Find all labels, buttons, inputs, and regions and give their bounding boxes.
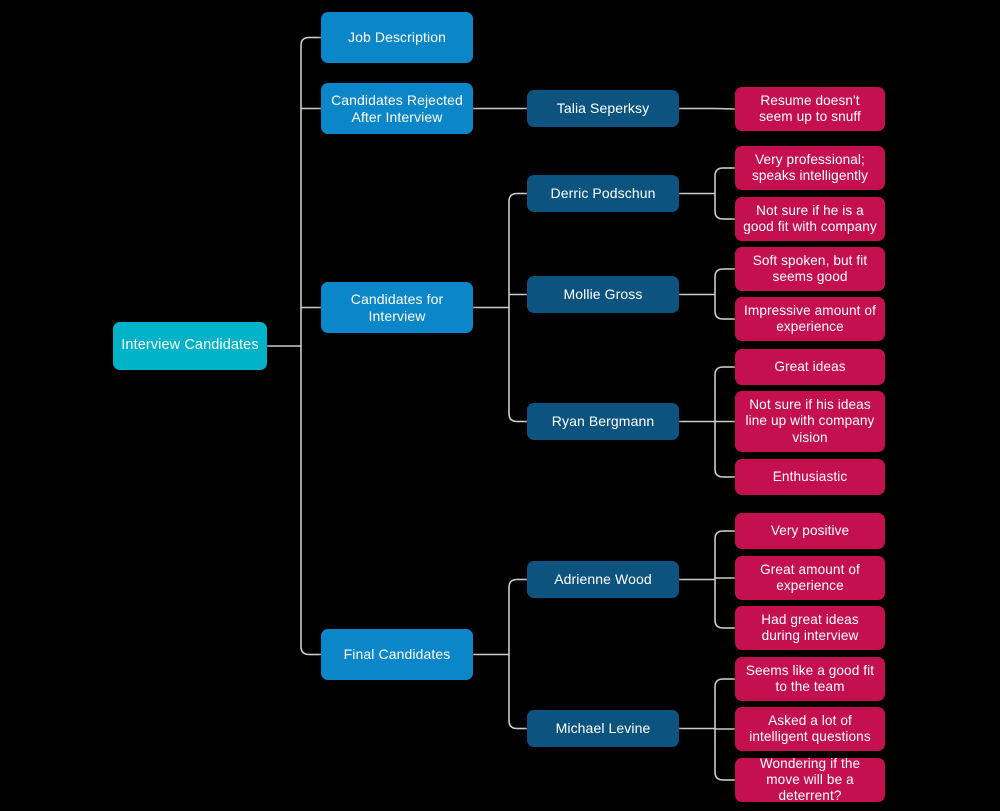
level2-node-2[interactable]: Candidates for Interview <box>321 282 473 333</box>
node-label: Not sure if he is a good fit with compan… <box>743 202 877 234</box>
leaf-node-7[interactable]: Enthusiastic <box>735 459 885 495</box>
root-node[interactable]: Interview Candidates <box>113 322 267 370</box>
node-label: Adrienne Wood <box>554 571 652 588</box>
node-label: Michael Levine <box>555 720 651 737</box>
leaf-node-3[interactable]: Soft spoken, but fit seems good <box>735 247 885 291</box>
edge-trunk-bot-5 <box>714 210 724 220</box>
edge-trunk-top-8 <box>714 530 724 540</box>
node-label: Mollie Gross <box>563 286 643 303</box>
leaf-node-4[interactable]: Impressive amount of experience <box>735 297 885 341</box>
node-label: Enthusiastic <box>772 468 848 484</box>
node-label: Impressive amount of experience <box>744 302 876 334</box>
leaf-node-0[interactable]: Resume doesn't seem up to snuff <box>735 87 885 131</box>
node-label: Resume doesn't seem up to snuff <box>759 92 861 124</box>
edge-trunk-bot-8 <box>714 619 724 629</box>
leaf-node-5[interactable]: Great ideas <box>735 349 885 385</box>
leaf-node-11[interactable]: Seems like a good fit to the team <box>735 657 885 701</box>
edge-4-0 <box>714 107 736 110</box>
level2-node-3[interactable]: Final Candidates <box>321 629 473 680</box>
node-label: Derric Podschun <box>550 185 656 202</box>
edge-trunk-bot-3 <box>508 720 518 730</box>
node-label: Seems like a good fit to the team <box>745 662 875 694</box>
leaf-node-6[interactable]: Not sure if his ideas line up with compa… <box>735 391 885 452</box>
leaf-node-13[interactable]: Wondering if the move will be a deterren… <box>735 755 885 804</box>
node-label: Had great ideas during interview <box>761 611 859 643</box>
edge-trunk-top-5 <box>714 167 724 177</box>
level2-node-1[interactable]: Candidates Rejected After Interview <box>321 83 473 134</box>
level3-node-3[interactable]: Ryan Bergmann <box>527 403 679 440</box>
edge-trunk-top-7 <box>714 366 724 376</box>
leaf-node-2[interactable]: Not sure if he is a good fit with compan… <box>735 197 885 241</box>
node-label: Asked a lot of intelligent questions <box>749 712 871 744</box>
level3-node-5[interactable]: Michael Levine <box>527 710 679 747</box>
level3-node-4[interactable]: Adrienne Wood <box>527 561 679 598</box>
node-label: Final Candidates <box>343 646 451 663</box>
node-label: Very positive <box>770 522 850 538</box>
level2-node-0[interactable]: Job Description <box>321 12 473 63</box>
edge-trunk-bot-0 <box>300 646 310 656</box>
level3-node-1[interactable]: Derric Podschun <box>527 175 679 212</box>
level3-node-0[interactable]: Talia Seperksy <box>527 90 679 127</box>
leaf-node-8[interactable]: Very positive <box>735 513 885 549</box>
edge-trunk-bot-6 <box>714 310 724 320</box>
level3-node-2[interactable]: Mollie Gross <box>527 276 679 313</box>
node-label: Ryan Bergmann <box>551 413 655 430</box>
edge-trunk-top-6 <box>714 268 724 278</box>
edge-trunk-top-0 <box>300 36 310 46</box>
leaf-node-10[interactable]: Had great ideas during interview <box>735 606 885 650</box>
leaf-node-9[interactable]: Great amount of experience <box>735 556 885 600</box>
node-label: Job Description <box>348 29 446 46</box>
edge-trunk-top-2 <box>508 192 518 202</box>
node-label: Talia Seperksy <box>556 100 650 117</box>
edge-trunk-bot-2 <box>508 413 518 423</box>
node-label: Not sure if his ideas line up with compa… <box>745 397 875 445</box>
node-label: Wondering if the move will be a deterren… <box>759 755 861 804</box>
leaf-node-1[interactable]: Very professional; speaks intelligently <box>735 146 885 190</box>
node-label: Soft spoken, but fit seems good <box>752 252 868 284</box>
edge-trunk-bot-7 <box>714 468 724 478</box>
edge-trunk-top-9 <box>714 678 724 688</box>
edge-trunk-bot-9 <box>714 771 724 781</box>
node-label: Great ideas <box>774 358 846 374</box>
node-label: Interview Candidates <box>121 337 259 354</box>
node-label: Candidates Rejected After Interview <box>331 91 463 125</box>
node-label: Candidates for Interview <box>350 290 444 324</box>
node-label: Great amount of experience <box>760 561 860 593</box>
edge-trunk-top-3 <box>508 578 518 588</box>
node-label: Very professional; speaks intelligently <box>751 151 869 183</box>
leaf-node-12[interactable]: Asked a lot of intelligent questions <box>735 707 885 751</box>
